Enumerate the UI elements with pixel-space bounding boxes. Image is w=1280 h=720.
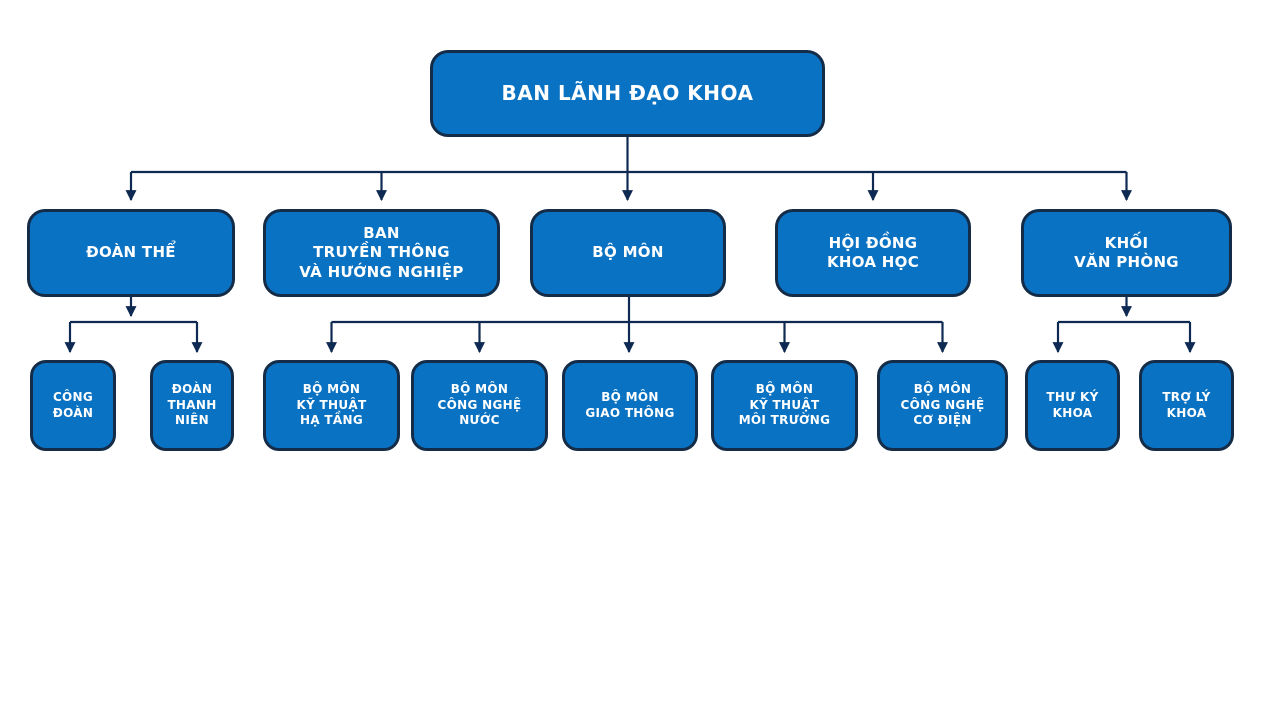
node-label: THANH bbox=[167, 397, 217, 412]
node-label: HỘI ĐỒNG bbox=[828, 233, 918, 252]
node-tro-ly-khoa: TRỢ LÝ KHOA bbox=[1139, 360, 1234, 451]
node-label: KHỐI bbox=[1104, 233, 1149, 252]
node-label: CƠ ĐIỆN bbox=[913, 413, 972, 428]
node-bo-mon-cong-nghe-co-dien: BỘ MÔN CÔNG NGHỆ CƠ ĐIỆN bbox=[877, 360, 1008, 451]
node-label: KHOA HỌC bbox=[826, 253, 920, 271]
node-label: KỸ THUẬT bbox=[296, 397, 367, 412]
node-label: ĐOÀN bbox=[52, 405, 94, 420]
node-cong-doan: CÔNG ĐOÀN bbox=[30, 360, 116, 451]
node-label: BỘ MÔN bbox=[592, 243, 664, 262]
node-label: THƯ KÝ bbox=[1046, 390, 1099, 405]
node-bo-mon-ky-thuat-ha-tang: BỘ MÔN KỸ THUẬT HẠ TẦNG bbox=[263, 360, 400, 451]
node-label: KHOA bbox=[1166, 405, 1207, 420]
node-khoi-van-phong: KHỐI VĂN PHÒNG bbox=[1021, 209, 1232, 297]
node-label: BỘ MÔN bbox=[755, 382, 814, 397]
node-label: CÔNG NGHỆ bbox=[437, 397, 522, 412]
node-thu-ky-khoa: THƯ KÝ KHOA bbox=[1025, 360, 1120, 451]
node-label: TRỢ LÝ bbox=[1162, 390, 1211, 405]
node-doan-thanh-nien: ĐOÀN THANH NIÊN bbox=[150, 360, 234, 451]
node-label: BỘ MÔN bbox=[601, 390, 659, 405]
node-bo-mon: BỘ MÔN bbox=[530, 209, 726, 297]
node-label: NƯỚC bbox=[459, 413, 500, 428]
node-label: CÔNG NGHỆ bbox=[900, 397, 985, 412]
node-label: ĐOÀN bbox=[171, 382, 213, 397]
node-label: TRUYỀN THÔNG bbox=[313, 243, 450, 262]
node-doan-the: ĐOÀN THỂ bbox=[27, 209, 235, 297]
node-label: KỸ THUẬT bbox=[749, 397, 820, 412]
node-label: GIAO THÔNG bbox=[585, 405, 675, 420]
node-label: CÔNG bbox=[52, 390, 94, 405]
node-ban-lanh-dao-khoa: BAN LÃNH ĐẠO KHOA bbox=[430, 50, 825, 137]
node-bo-mon-ky-thuat-moi-truong: BỘ MÔN KỸ THUẬT MÔI TRƯỜNG bbox=[711, 360, 858, 451]
node-label: BỘ MÔN bbox=[913, 382, 972, 397]
node-bo-mon-cong-nghe-nuoc: BỘ MÔN CÔNG NGHỆ NƯỚC bbox=[411, 360, 548, 451]
node-hoi-dong-khoa-hoc: HỘI ĐỒNG KHOA HỌC bbox=[775, 209, 971, 297]
node-label: BỘ MÔN bbox=[302, 382, 361, 397]
node-bo-mon-giao-thong: BỘ MÔN GIAO THÔNG bbox=[562, 360, 698, 451]
node-label: BAN LÃNH ĐẠO KHOA bbox=[501, 80, 754, 105]
node-label: HẠ TẦNG bbox=[300, 413, 363, 428]
node-label: KHOA bbox=[1052, 405, 1093, 420]
node-label: ĐOÀN THỂ bbox=[86, 243, 176, 262]
node-label: MÔI TRƯỜNG bbox=[738, 413, 831, 428]
node-label: BỘ MÔN bbox=[450, 382, 509, 397]
node-label: BAN bbox=[363, 224, 400, 243]
node-ban-truyen-thong-va-huong-nghiep: BAN TRUYỀN THÔNG VÀ HƯỚNG NGHIỆP bbox=[263, 209, 500, 297]
node-label: NIÊN bbox=[175, 413, 209, 428]
node-label: VĂN PHÒNG bbox=[1074, 253, 1179, 271]
node-label: VÀ HƯỚNG NGHIỆP bbox=[299, 262, 464, 281]
